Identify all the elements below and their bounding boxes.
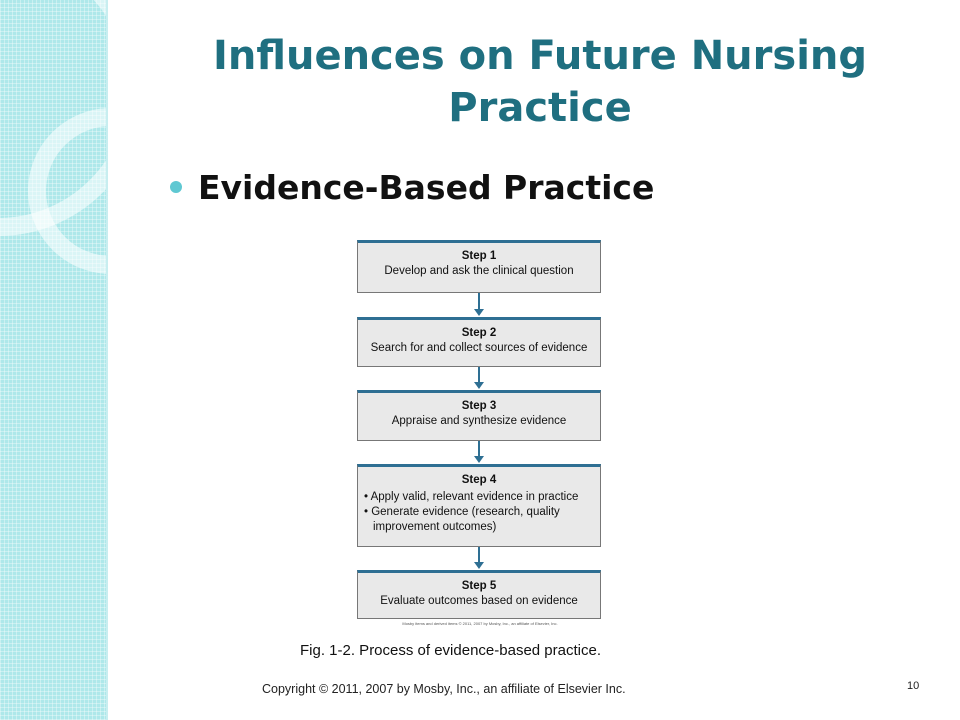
bullet-text: Evidence-Based Practice [198,167,655,207]
step-text: Evaluate outcomes based on evidence [380,595,578,607]
decorative-side-band [0,0,108,720]
step-bullet-list: • Apply valid, relevant evidence in prac… [358,490,600,535]
step-bullet-continuation: improvement outcomes) [373,521,497,533]
flow-arrow [474,441,484,463]
step-label: Step 5 [461,580,497,592]
figure-credit: Mosby items and derived items © 2011, 20… [402,621,558,626]
slide-title: Influences on Future Nursing Practice [212,33,868,131]
step-label: Step 4 [461,474,497,486]
evidence-based-practice-flowchart: Step 1 Develop and ask the clinical ques… [357,240,603,630]
copyright-notice: Copyright © 2011, 2007 by Mosby, Inc., a… [262,682,626,696]
bullet-item: Evidence-Based Practice [170,162,654,212]
step-box-5: Step 5 Evaluate outcomes based on eviden… [357,570,601,619]
step-box-2: Step 2 Search for and collect sources of… [357,317,601,367]
step-label: Step 1 [461,250,497,262]
step-box-1: Step 1 Develop and ask the clinical ques… [357,240,601,293]
step-box-4: Step 4 • Apply valid, relevant evidence … [357,464,601,547]
flow-arrow [474,547,484,569]
page-number: 10 [907,680,920,692]
step-text: Search for and collect sources of eviden… [370,342,588,354]
step-text: Develop and ask the clinical question [384,265,574,277]
step-label: Step 2 [461,327,497,339]
flow-arrow [474,367,484,389]
step-box-3: Step 3 Appraise and synthesize evidence [357,390,601,441]
figure-caption: Fig. 1-2. Process of evidence-based prac… [300,642,601,659]
step-text: Appraise and synthesize evidence [391,415,567,427]
step-bullet: • Apply valid, relevant evidence in prac… [364,491,579,503]
bullet-dot-icon [170,181,182,193]
step-bullet: • Generate evidence (research, quality [364,506,560,518]
flow-arrow [474,293,484,316]
step-label: Step 3 [461,400,497,412]
